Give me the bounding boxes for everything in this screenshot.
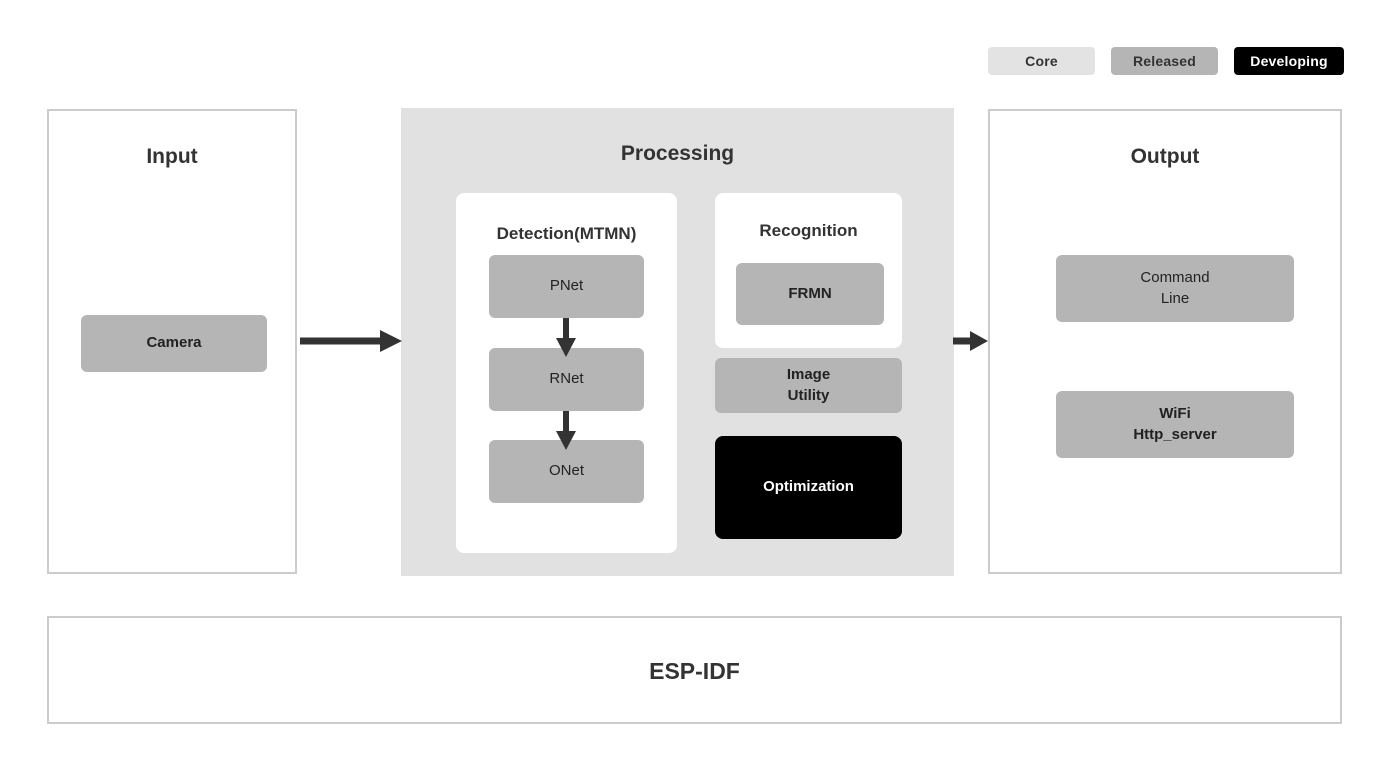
- arrow-input-to-processing: [300, 330, 402, 352]
- espidf-panel: ESP-IDF: [47, 616, 1342, 724]
- node-pnet-label: PNet: [549, 277, 584, 295]
- node-pnet: PNet: [489, 255, 644, 318]
- node-wifi-http-server-label-line2: Http_server: [1133, 425, 1217, 443]
- legend-chip-developing-label: Developing: [1250, 53, 1328, 69]
- espidf-panel-title: ESP-IDF: [649, 658, 740, 684]
- node-command-line-label-line2: Line: [1160, 289, 1190, 307]
- node-optimization: Optimization: [715, 436, 902, 539]
- processing-panel-title: Processing: [620, 142, 735, 165]
- arrow-pnet-to-rnet: [556, 318, 576, 357]
- arrow-processing-to-output: [953, 331, 988, 351]
- legend-chip-released-label: Released: [1132, 53, 1197, 69]
- recognition-card-title: Recognition: [759, 221, 858, 240]
- detection-card: Detection(MTMN) PNet RNet ONet: [456, 193, 677, 553]
- node-image-utility-label-line2: Utility: [787, 386, 830, 404]
- node-frmn: FRMN: [736, 263, 884, 325]
- output-panel-title: Output: [1130, 145, 1200, 168]
- legend-chip-released: Released: [1111, 47, 1218, 75]
- node-rnet: RNet: [489, 348, 644, 411]
- node-rnet-label: RNet: [549, 370, 584, 388]
- node-command-line: Command Line: [1056, 255, 1294, 322]
- input-panel: Input Camera: [47, 109, 297, 574]
- node-image-utility: Image Utility: [715, 358, 902, 413]
- node-optimization-label: Optimization: [763, 478, 854, 496]
- processing-panel: Processing Detection(MTMN) PNet RNet ONe…: [401, 108, 954, 576]
- legend: Core Released Developing: [988, 47, 1344, 75]
- arrow-rnet-to-onet: [556, 411, 576, 450]
- node-camera-label: Camera: [146, 334, 202, 352]
- node-image-utility-label-line1: Image: [786, 366, 831, 384]
- input-panel-title: Input: [146, 145, 198, 168]
- node-onet: ONet: [489, 440, 644, 503]
- recognition-card: Recognition FRMN: [715, 193, 902, 348]
- legend-chip-core: Core: [988, 47, 1095, 75]
- legend-chip-developing: Developing: [1234, 47, 1344, 75]
- node-wifi-http-server: WiFi Http_server: [1056, 391, 1294, 458]
- node-frmn-label: FRMN: [788, 284, 832, 302]
- detection-card-title: Detection(MTMN): [496, 224, 637, 243]
- legend-chip-core-label: Core: [1025, 53, 1058, 69]
- node-command-line-label-line1: Command: [1140, 269, 1210, 287]
- node-onet-label: ONet: [548, 462, 584, 480]
- node-wifi-http-server-label-line1: WiFi: [1159, 405, 1191, 423]
- output-panel: Output Command Line WiFi Http_server: [988, 109, 1342, 574]
- node-camera: Camera: [81, 315, 267, 372]
